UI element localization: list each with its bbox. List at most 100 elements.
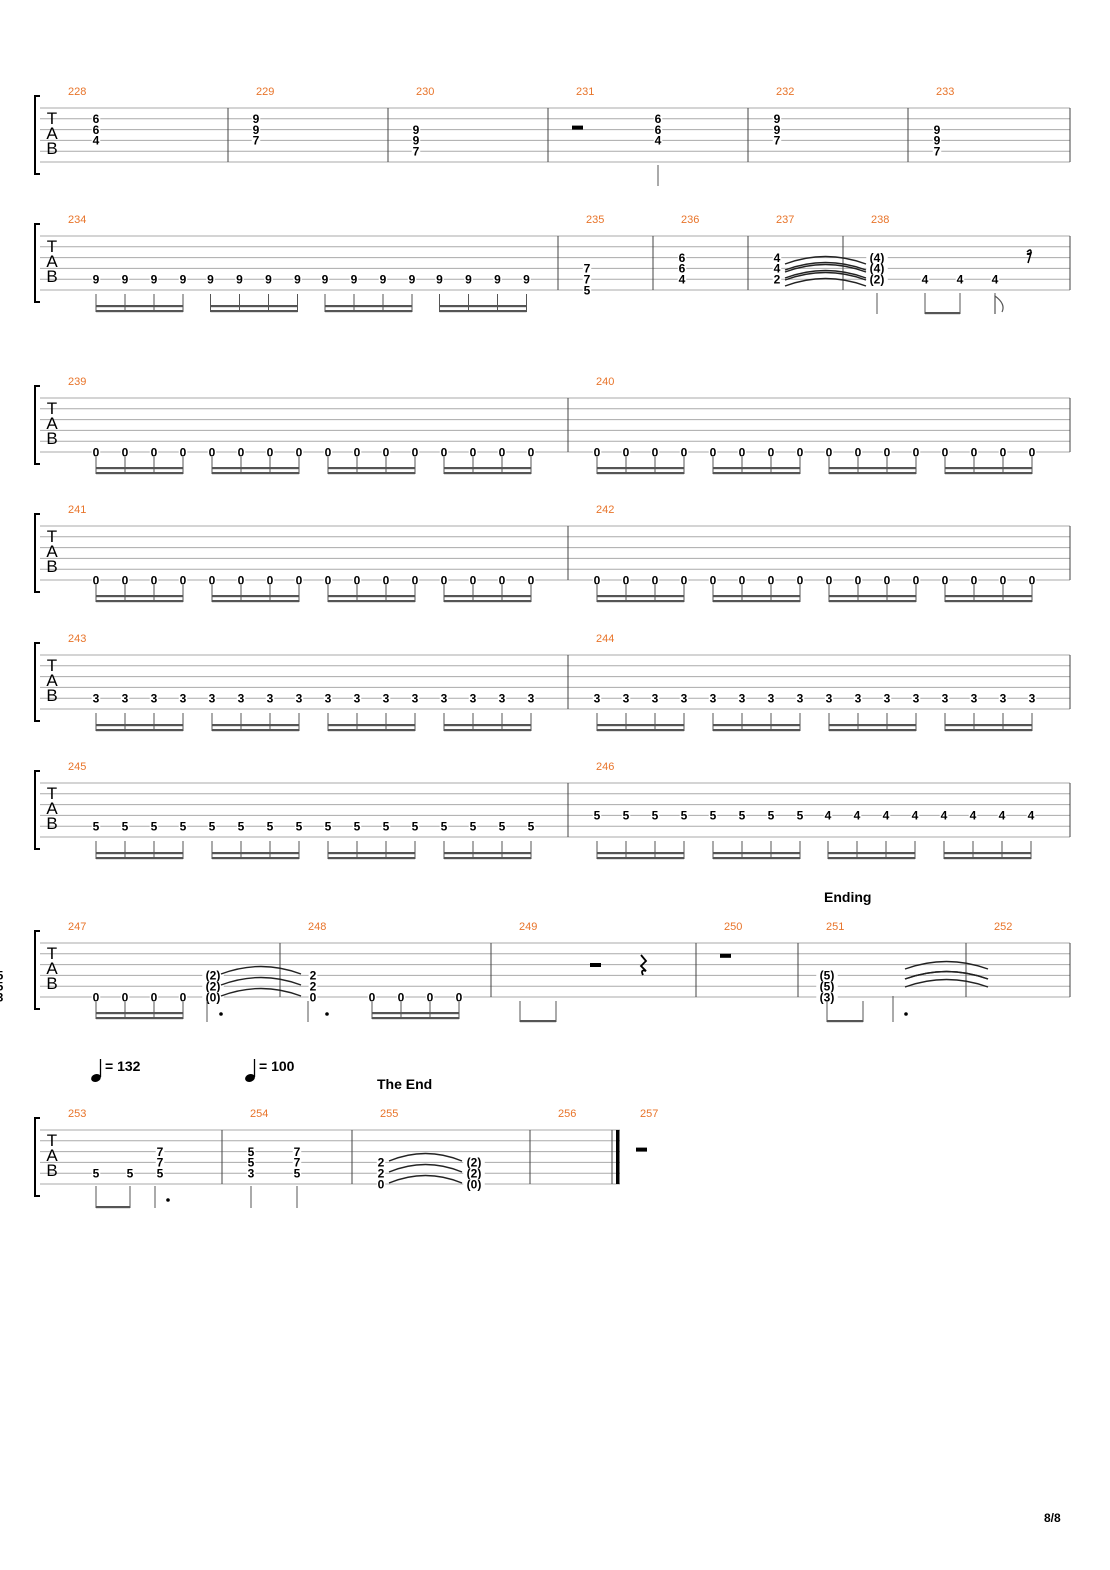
fret-number: 0 bbox=[942, 573, 949, 587]
fret-backing bbox=[202, 981, 224, 992]
fret-backing bbox=[376, 1157, 386, 1168]
fret-backing bbox=[376, 1168, 386, 1179]
beam bbox=[829, 595, 916, 598]
measure-number: 250 bbox=[724, 921, 742, 933]
fret-number: 0 bbox=[310, 990, 317, 1004]
fret-number: 5 bbox=[383, 820, 390, 834]
fret-backing bbox=[795, 693, 805, 704]
beam bbox=[328, 467, 415, 470]
fret-number: 9 bbox=[122, 273, 129, 287]
fret-number: 3 bbox=[122, 692, 129, 706]
fret-number: 9 bbox=[236, 273, 243, 287]
ending-label: Ending bbox=[824, 889, 871, 905]
tie-arc bbox=[784, 277, 867, 287]
tab-clef-letter: B bbox=[46, 1161, 57, 1180]
fret-backing bbox=[149, 693, 159, 704]
fret-backing bbox=[410, 575, 420, 585]
tie-arc bbox=[904, 970, 989, 980]
measure-number: 249 bbox=[519, 921, 537, 933]
fret-number: 0 bbox=[971, 573, 978, 587]
tab-clef-letter: A bbox=[46, 252, 58, 271]
fret-number: 5 bbox=[151, 820, 158, 834]
measure-number: 234 bbox=[68, 214, 86, 226]
fret-number: 9 bbox=[774, 123, 781, 137]
fret-backing bbox=[940, 447, 950, 457]
system-bracket bbox=[34, 770, 40, 850]
fret-backing bbox=[439, 575, 449, 585]
fret-number: 3 bbox=[739, 692, 746, 706]
fret-number: 0 bbox=[528, 445, 535, 459]
fret-number: 0 bbox=[93, 445, 100, 459]
fret-number: 4 bbox=[992, 273, 999, 287]
fret-number: 0 bbox=[369, 990, 376, 1004]
beam bbox=[713, 852, 800, 855]
fret-number: 0 bbox=[93, 573, 100, 587]
fret-number: 0 bbox=[238, 573, 245, 587]
fret-backing bbox=[997, 810, 1007, 821]
fret-number: (2) bbox=[870, 273, 885, 287]
fret-backing bbox=[679, 693, 689, 704]
fret-number: 7 bbox=[774, 134, 781, 148]
fret-number: 0 bbox=[1000, 573, 1007, 587]
fret-number: 3 bbox=[470, 692, 477, 706]
fret-backing bbox=[853, 447, 863, 457]
fret-number: 5 bbox=[441, 820, 448, 834]
beam bbox=[597, 472, 684, 475]
fret-backing bbox=[969, 693, 979, 704]
tie-arc bbox=[784, 269, 867, 279]
fret-backing bbox=[621, 447, 631, 457]
fret-backing bbox=[155, 1168, 165, 1179]
fret-backing bbox=[235, 274, 244, 285]
tab-clef-letter: A bbox=[46, 542, 58, 561]
fret-backing bbox=[866, 252, 888, 263]
fret-number: 3 bbox=[623, 692, 630, 706]
note-flag bbox=[994, 294, 1004, 314]
fret-backing bbox=[653, 124, 663, 135]
fret-backing bbox=[120, 821, 130, 832]
fret-number: 5 bbox=[584, 283, 591, 297]
fret-number: 9 bbox=[93, 273, 100, 287]
fret-backing bbox=[155, 1146, 165, 1157]
tab-clef-letter: T bbox=[47, 784, 57, 803]
fret-number: 7 bbox=[934, 145, 941, 159]
fret-backing bbox=[320, 274, 330, 285]
fret-number: 0 bbox=[93, 990, 100, 1004]
tie-arc bbox=[220, 965, 302, 975]
measure-number: 232 bbox=[776, 86, 794, 98]
beam bbox=[713, 724, 800, 727]
beam bbox=[96, 472, 183, 475]
fret-number: 0 bbox=[151, 573, 158, 587]
beam bbox=[444, 600, 531, 603]
tab-clef-letter: T bbox=[47, 527, 57, 546]
fret-backing bbox=[766, 447, 776, 457]
fret-number: 0 bbox=[913, 573, 920, 587]
fret-number: 5 bbox=[499, 820, 506, 834]
fret-backing bbox=[91, 1168, 101, 1179]
fret-backing bbox=[582, 263, 592, 274]
fret-backing bbox=[497, 693, 507, 704]
fret-number: 3 bbox=[209, 692, 216, 706]
fret-backing bbox=[824, 575, 834, 585]
fret-number: 0 bbox=[710, 573, 717, 587]
fret-number: 7 bbox=[253, 134, 260, 148]
fret-number: 0 bbox=[122, 990, 129, 1004]
beam bbox=[945, 472, 1032, 475]
fret-backing bbox=[816, 992, 838, 1002]
fret-number: 0 bbox=[797, 573, 804, 587]
tab-clef-letter: B bbox=[46, 429, 57, 448]
fret-number: 3 bbox=[1000, 692, 1007, 706]
fret-backing bbox=[439, 821, 449, 832]
tab-clef-letter: A bbox=[46, 671, 58, 690]
fret-backing bbox=[91, 693, 101, 704]
fret-number: 9 bbox=[409, 273, 416, 287]
beam bbox=[597, 729, 684, 732]
system-bracket bbox=[34, 513, 40, 593]
fret-number: 9 bbox=[380, 273, 387, 287]
fret-backing bbox=[940, 693, 950, 704]
fret-backing bbox=[381, 575, 391, 585]
beam bbox=[328, 729, 415, 732]
fret-number: 0 bbox=[456, 990, 463, 1004]
fret-number: 7 bbox=[157, 1156, 164, 1170]
measure-number: 244 bbox=[596, 633, 614, 645]
